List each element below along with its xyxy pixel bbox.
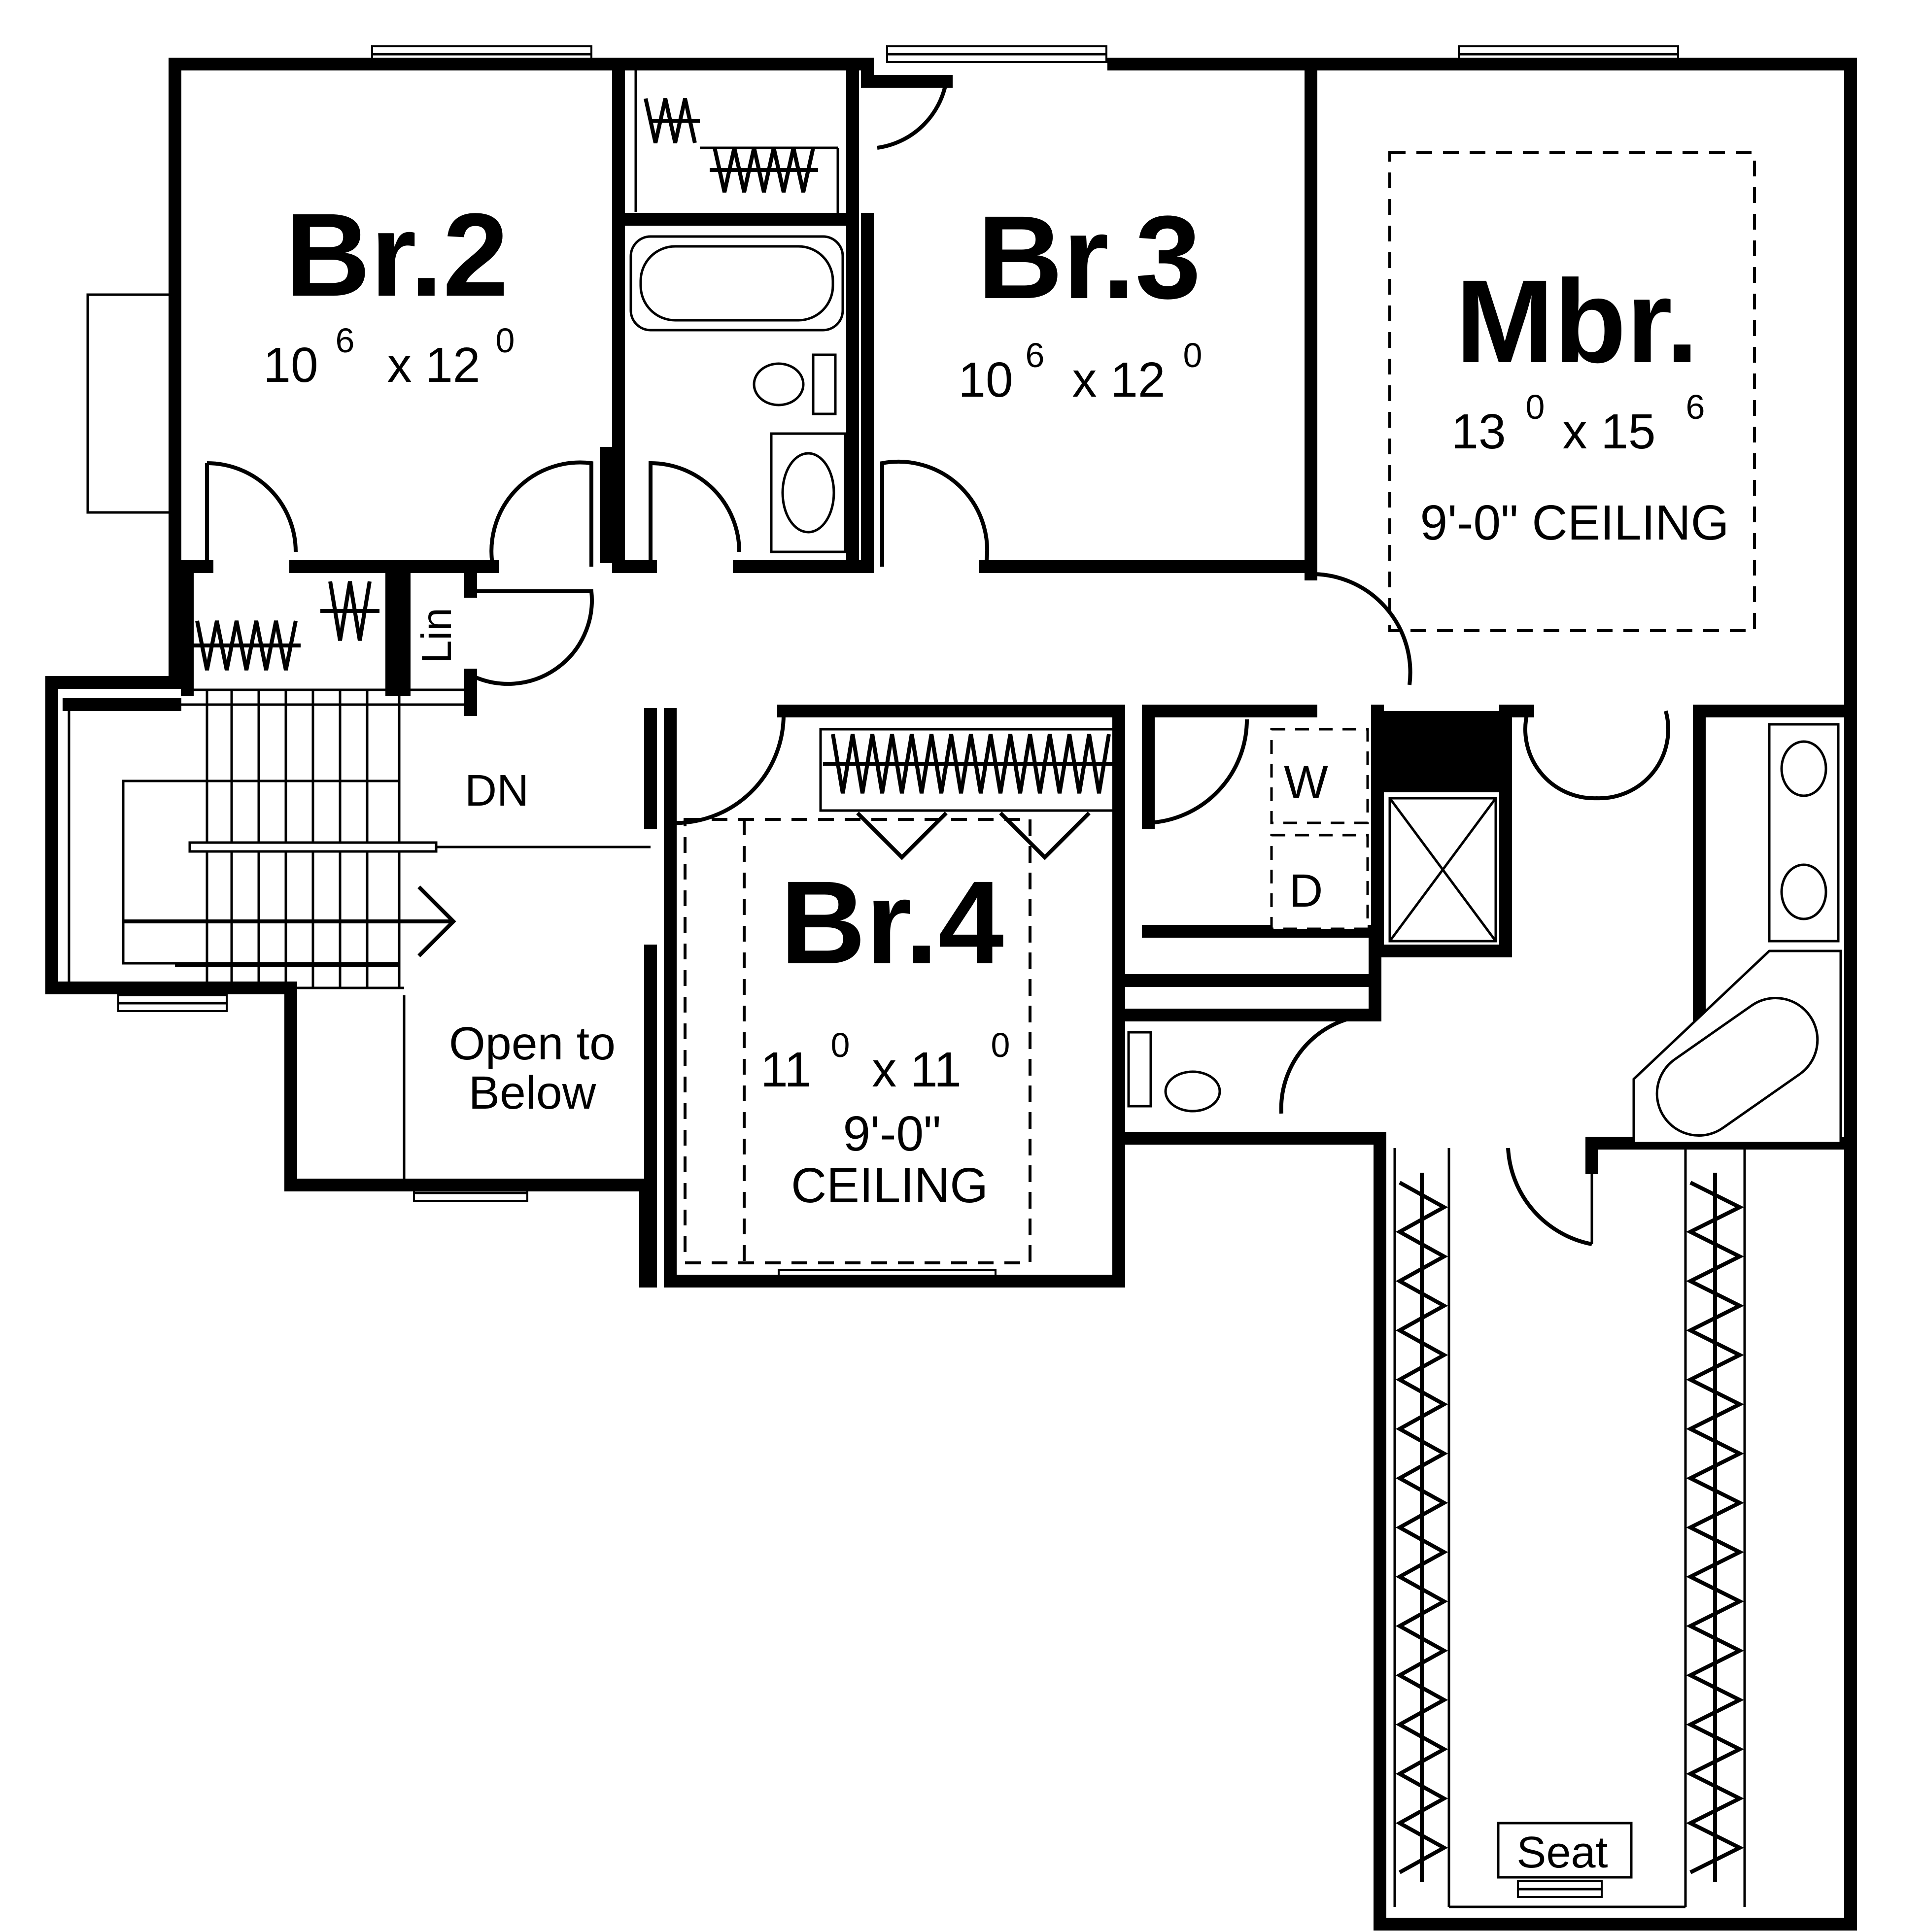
room-br2-dim-a: 10 (263, 338, 318, 393)
walk-in-closet (1393, 1148, 1746, 1908)
room-br4-ceiling-line2: CEILING (791, 1158, 988, 1213)
room-br4-sup-b: 0 (991, 1026, 1010, 1064)
room-mbr-dim-b: x 15 (1562, 404, 1655, 459)
room-br2: Br.2 10 6 x 12 0 (263, 189, 515, 393)
seat-label: Seat (1516, 1828, 1608, 1877)
room-mbr-ceiling: 9'-0" CEILING (1420, 495, 1729, 550)
room-br3-dim-a: 10 (958, 352, 1013, 407)
open-to-below-line1: Open to (449, 1017, 616, 1070)
room-br2-dim-b: x 12 (387, 338, 480, 393)
closet-shelving (192, 98, 1120, 860)
room-br4: Br.4 11 0 x 11 0 9'-0" CEILING (760, 856, 1010, 1213)
room-br4-name: Br.4 (780, 856, 1004, 988)
dryer-label: D (1289, 865, 1323, 917)
room-mbr-dim-a: 13 (1451, 404, 1506, 459)
washer-label: W (1284, 756, 1328, 809)
doors (205, 79, 1670, 1246)
bath-fixtures (629, 235, 1842, 1145)
room-br4-dim-b: x 11 (872, 1042, 962, 1097)
ceiling-outlines (684, 151, 1756, 1269)
room-br4-sup-a: 0 (831, 1026, 850, 1064)
room-br3-sup-a: 6 (1026, 336, 1045, 374)
room-br3-sup-b: 0 (1183, 336, 1203, 374)
room-br3-dim-b: x 12 (1072, 352, 1165, 407)
open-to-below-line2: Below (469, 1067, 596, 1119)
room-br2-sup-b: 0 (496, 321, 515, 360)
room-br3: Br.3 10 6 x 12 0 (958, 191, 1202, 407)
misc-labels: Lin DN Open to Below W D Seat (413, 608, 1608, 1877)
room-mbr-sup-a: 0 (1526, 388, 1545, 426)
room-mbr-name: Mbr. (1455, 255, 1698, 387)
stairs-down-label: DN (465, 766, 529, 815)
room-br4-dim-a: 11 (760, 1042, 812, 1097)
linen-label: Lin (413, 608, 460, 663)
stairs (122, 690, 651, 988)
room-mbr: Mbr. 13 0 x 15 6 9'-0" CEILING (1420, 255, 1729, 550)
room-mbr-sup-b: 6 (1686, 388, 1705, 426)
room-br3-name: Br.3 (977, 191, 1201, 323)
room-br2-name: Br.2 (285, 189, 509, 321)
room-br2-sup-a: 6 (336, 321, 355, 360)
room-br4-ceiling-line1: 9'-0" (843, 1106, 941, 1161)
